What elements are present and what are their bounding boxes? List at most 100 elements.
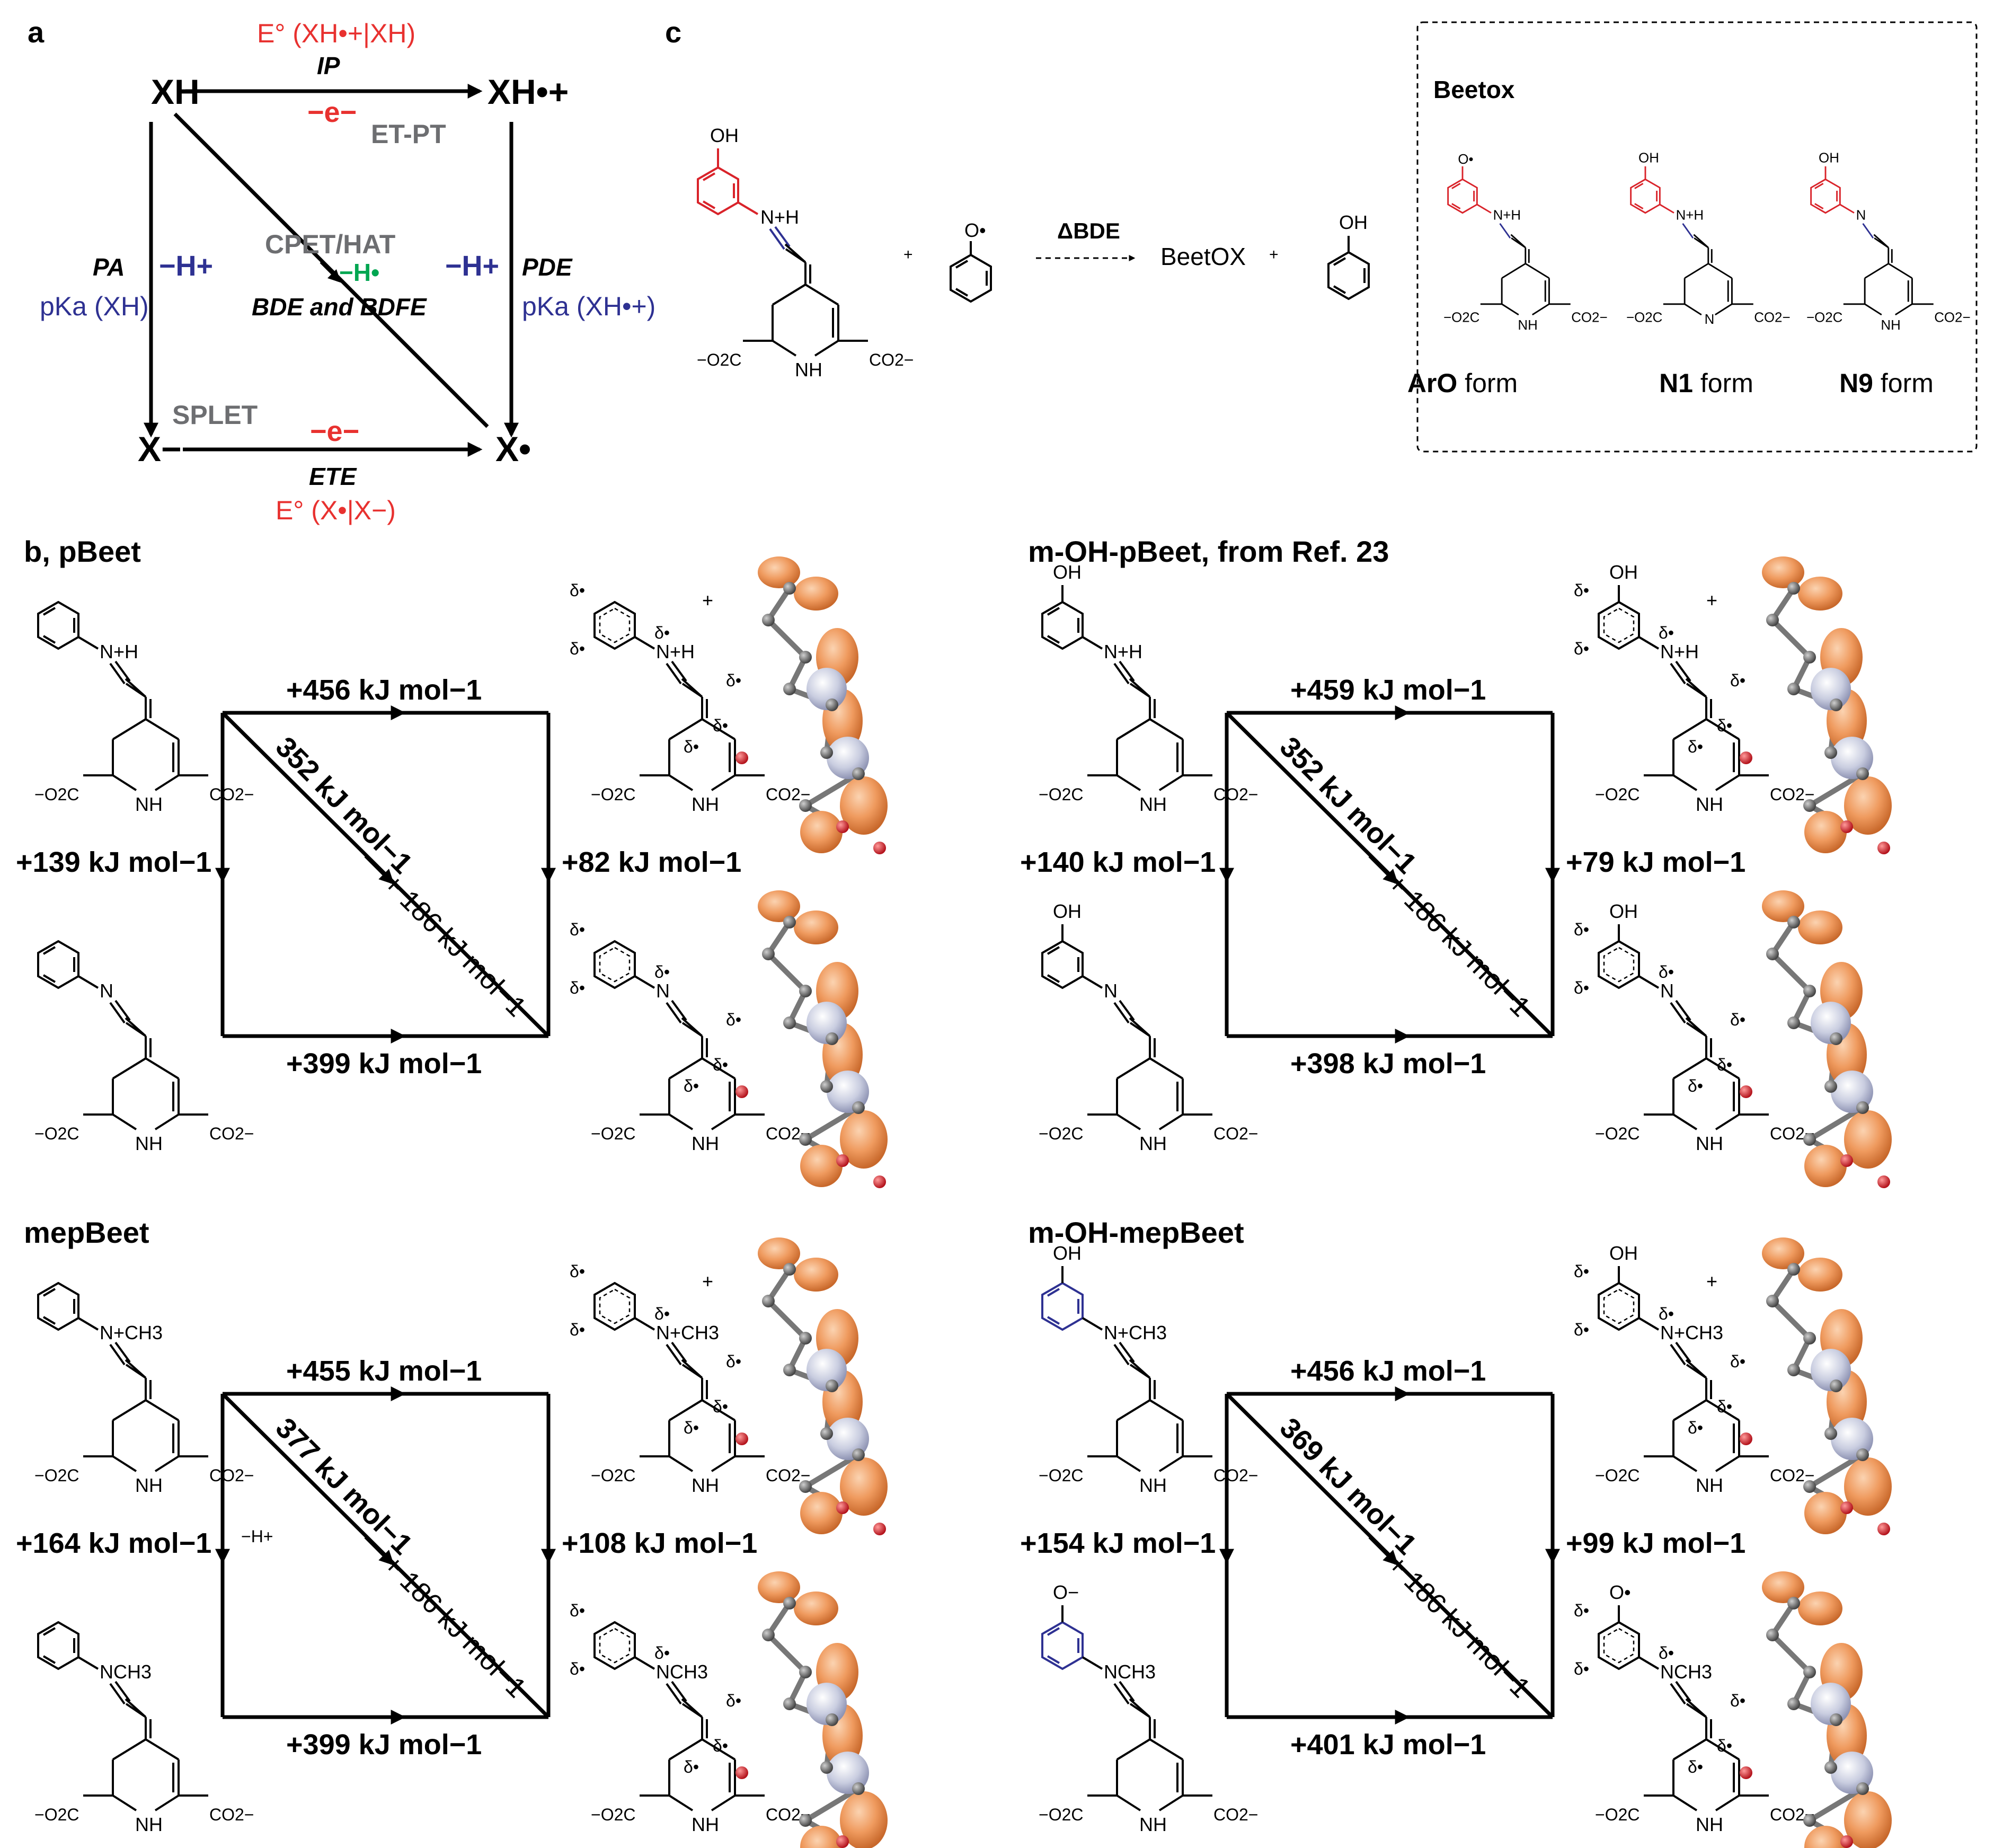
carboxylate-right: CO2− — [1213, 1124, 1258, 1143]
minus-e-top: −e− — [307, 96, 357, 128]
carboxylate-right: CO2− — [209, 1466, 254, 1485]
aro-form-label: ArO form — [1407, 368, 1518, 398]
e-bottom-label: E° (X•|X−) — [276, 496, 396, 525]
cpet-diagonal — [173, 112, 489, 428]
energy-left: +140 kJ mol−1 — [1020, 846, 1216, 878]
substituent-label: OH — [1609, 900, 1638, 922]
spin-delta-label: δ• — [1574, 1659, 1589, 1678]
reactant-m-oh-pbeet: OH N+H −O2C CO2− NH — [697, 125, 914, 381]
carboxylate-right: CO2− — [209, 1805, 254, 1824]
nitrogen-label: N+H — [656, 641, 695, 662]
phenoxyl-radical: O• — [950, 219, 992, 303]
beet-ox-box-title: Beetox — [1433, 76, 1515, 103]
carboxylate-left: −O2C — [1595, 1124, 1639, 1143]
aro-nh-label: NH — [1518, 318, 1537, 333]
diagonal-label: 352 kJ mol−1 — [270, 731, 419, 880]
energy-right: +99 kJ mol−1 — [1566, 1527, 1745, 1559]
e-top-label: E° (XH•+|XH) — [257, 19, 415, 48]
diagonal-label-b: + 186 kJ mol−1 — [377, 1549, 532, 1703]
n1-ring-n-label: N — [1705, 312, 1715, 327]
n1-form-label: N1 form — [1659, 368, 1753, 398]
spin-delta-label: δ• — [654, 1304, 670, 1323]
spin-delta-label: δ• — [684, 737, 699, 756]
spin-delta-label: δ• — [726, 1352, 741, 1371]
phenol-oh-label: OH — [1339, 211, 1368, 233]
nitrogen-label: N — [1660, 980, 1674, 1002]
minus-h-left: −H+ — [159, 250, 213, 282]
energy-left: +164 kJ mol−1 — [16, 1527, 211, 1559]
nitrogen-label: N+CH3 — [1104, 1322, 1167, 1343]
carboxylate-left: −O2C — [591, 785, 635, 804]
carboxylate-right: CO2− — [1213, 785, 1258, 804]
spin-delta-label: δ• — [1688, 1757, 1703, 1776]
spin-delta-label: δ• — [684, 1076, 699, 1095]
charge-label: + — [1706, 1270, 1717, 1292]
spin-delta-label: δ• — [726, 1691, 741, 1710]
diag-energy-b: + 186 kJ mol−1 — [377, 1549, 532, 1703]
iminium-label: N+H — [760, 206, 799, 228]
ring-nh-label: NH — [1696, 1814, 1723, 1835]
n9-form-structure: OH N −O2C CO2− NH — [1806, 151, 1971, 333]
energy-top: +459 kJ mol−1 — [1290, 674, 1486, 706]
ring-nh-label: NH — [135, 1814, 163, 1835]
spin-density-top — [1740, 556, 1892, 854]
panel-a-label: a — [28, 15, 45, 49]
energy-bottom: +399 kJ mol−1 — [286, 1048, 482, 1080]
spin-density-bottom — [735, 890, 888, 1188]
diag-energy: 352 kJ mol−1 — [270, 731, 419, 880]
spin-delta-label: δ• — [1574, 1320, 1589, 1339]
energy-bottom: +398 kJ mol−1 — [1290, 1048, 1486, 1080]
node-x-anion: X− — [138, 429, 182, 468]
carboxylate-right: CO2− — [869, 350, 914, 369]
minus-h-radical: −H• — [339, 259, 379, 286]
carboxylate-left: −O2C — [1039, 1466, 1083, 1485]
panel-title: mepBeet — [24, 1216, 149, 1249]
beet-ox-box — [1416, 21, 1978, 453]
pka-left: pKa (XH) — [40, 291, 149, 321]
spin-delta-label: δ• — [726, 671, 741, 690]
n9-nh-label: NH — [1881, 318, 1900, 333]
nitrogen-label: N — [1104, 980, 1118, 1002]
aro-form-structure: O• N+H −O2C CO2− NH — [1443, 152, 1608, 333]
ring-nh-label: NH — [1139, 1814, 1167, 1835]
charge-label: + — [702, 1270, 713, 1292]
ip-label: IP — [317, 52, 340, 79]
carboxylate-left: −O2C — [697, 350, 741, 369]
spin-delta-label: δ• — [570, 920, 585, 939]
cycle-panel-3: m-OH-mepBeet+456 kJ mol−1+401 kJ mol−1+1… — [1020, 1216, 1892, 1848]
diag-energy: 352 kJ mol−1 — [1274, 731, 1423, 880]
diagonal-label-b: + 186 kJ mol−1 — [1381, 1549, 1536, 1703]
splet-label: SPLET — [172, 400, 258, 430]
minus-h-right: −H+ — [445, 250, 499, 282]
spin-delta-label: δ• — [654, 1643, 670, 1663]
spin-delta-label: δ• — [570, 1601, 585, 1620]
spin-delta-label: δ• — [1688, 1076, 1703, 1095]
cycle-panel-1: m-OH-pBeet, from Ref. 23+459 kJ mol−1+39… — [1020, 535, 1892, 1188]
spin-delta-label: δ• — [570, 1659, 585, 1678]
minus-e-bottom: −e− — [310, 415, 359, 447]
nitrogen-label: N+CH3 — [1660, 1322, 1723, 1343]
nitrogen-label: N — [656, 980, 670, 1002]
spin-delta-label: δ• — [1659, 623, 1674, 642]
substituent-label: O− — [1053, 1581, 1079, 1603]
n9-form-label: N9 form — [1839, 368, 1934, 398]
ring-nh-label: NH — [1696, 1133, 1723, 1154]
nitrogen-label: NCH3 — [1660, 1661, 1712, 1683]
spin-delta-label: δ• — [684, 1757, 699, 1776]
et-pt-label: ET-PT — [371, 119, 446, 149]
ring-nh-label: NH — [1696, 1474, 1723, 1496]
spin-density-bottom — [1740, 890, 1892, 1188]
spin-delta-label: δ• — [1688, 737, 1703, 756]
spin-delta-label: δ• — [713, 1055, 728, 1074]
nitrogen-label: N+CH3 — [656, 1322, 719, 1343]
energy-left: +139 kJ mol−1 — [16, 846, 211, 878]
spin-delta-label: δ• — [1717, 1736, 1732, 1755]
spin-delta-label: δ• — [654, 962, 670, 982]
ete-label: ETE — [309, 463, 357, 490]
